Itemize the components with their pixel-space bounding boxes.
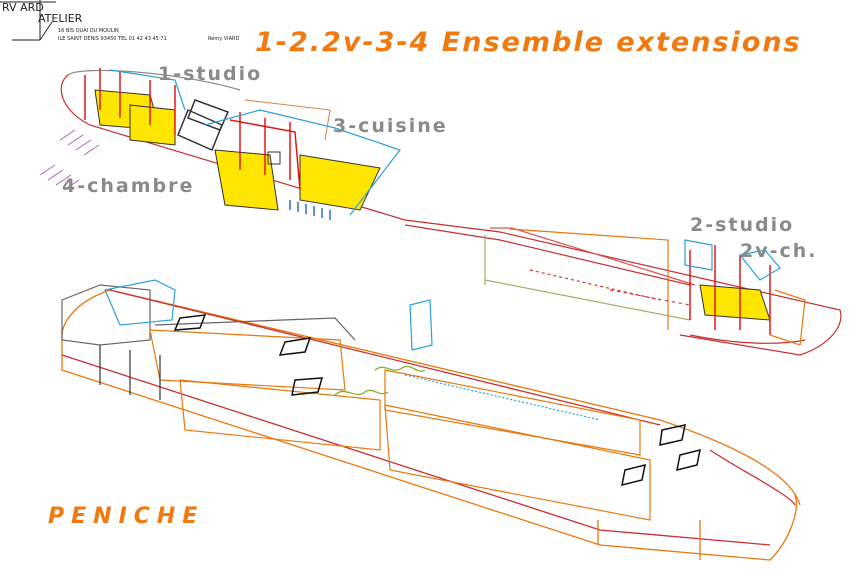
sheet-title: 1-2.2v-3-4 Ensemble extensions	[255, 27, 802, 58]
deck-plants	[334, 365, 426, 396]
cuisine-chambre-block	[204, 99, 401, 220]
deck-ticks	[39, 129, 100, 191]
logo-signature: Rémy VIARD	[208, 35, 240, 42]
label-chambre: 4-chambre	[62, 175, 195, 197]
label-peniche: PENICHE	[48, 504, 205, 529]
peniche-hull	[61, 289, 801, 561]
peniche-hatches	[173, 314, 701, 487]
label-studio1: 1-studio	[158, 63, 263, 85]
logo-address-line1: 16 BIS QUAI DU MOULIN	[58, 28, 119, 34]
studio2-block	[684, 239, 806, 346]
studio1-block	[84, 68, 230, 151]
label-ch2v: 2v-ch.	[740, 240, 818, 262]
peniche-cabins	[61, 279, 651, 521]
label-cuisine: 3-cuisine	[333, 115, 448, 137]
logo-mark-top: RV ARD	[2, 1, 44, 14]
label-studio2: 2-studio	[690, 214, 795, 236]
deck-outline	[60, 69, 842, 356]
logo-address-line2: ILE SAINT DENIS 93450 TEL 01 42 43 45 71	[58, 36, 167, 42]
atelier-logo: RV ARD ATELIER 16 BIS QUAI DU MOULIN ILE…	[0, 0, 240, 42]
logo-mark-bottom: ATELIER	[38, 12, 83, 25]
